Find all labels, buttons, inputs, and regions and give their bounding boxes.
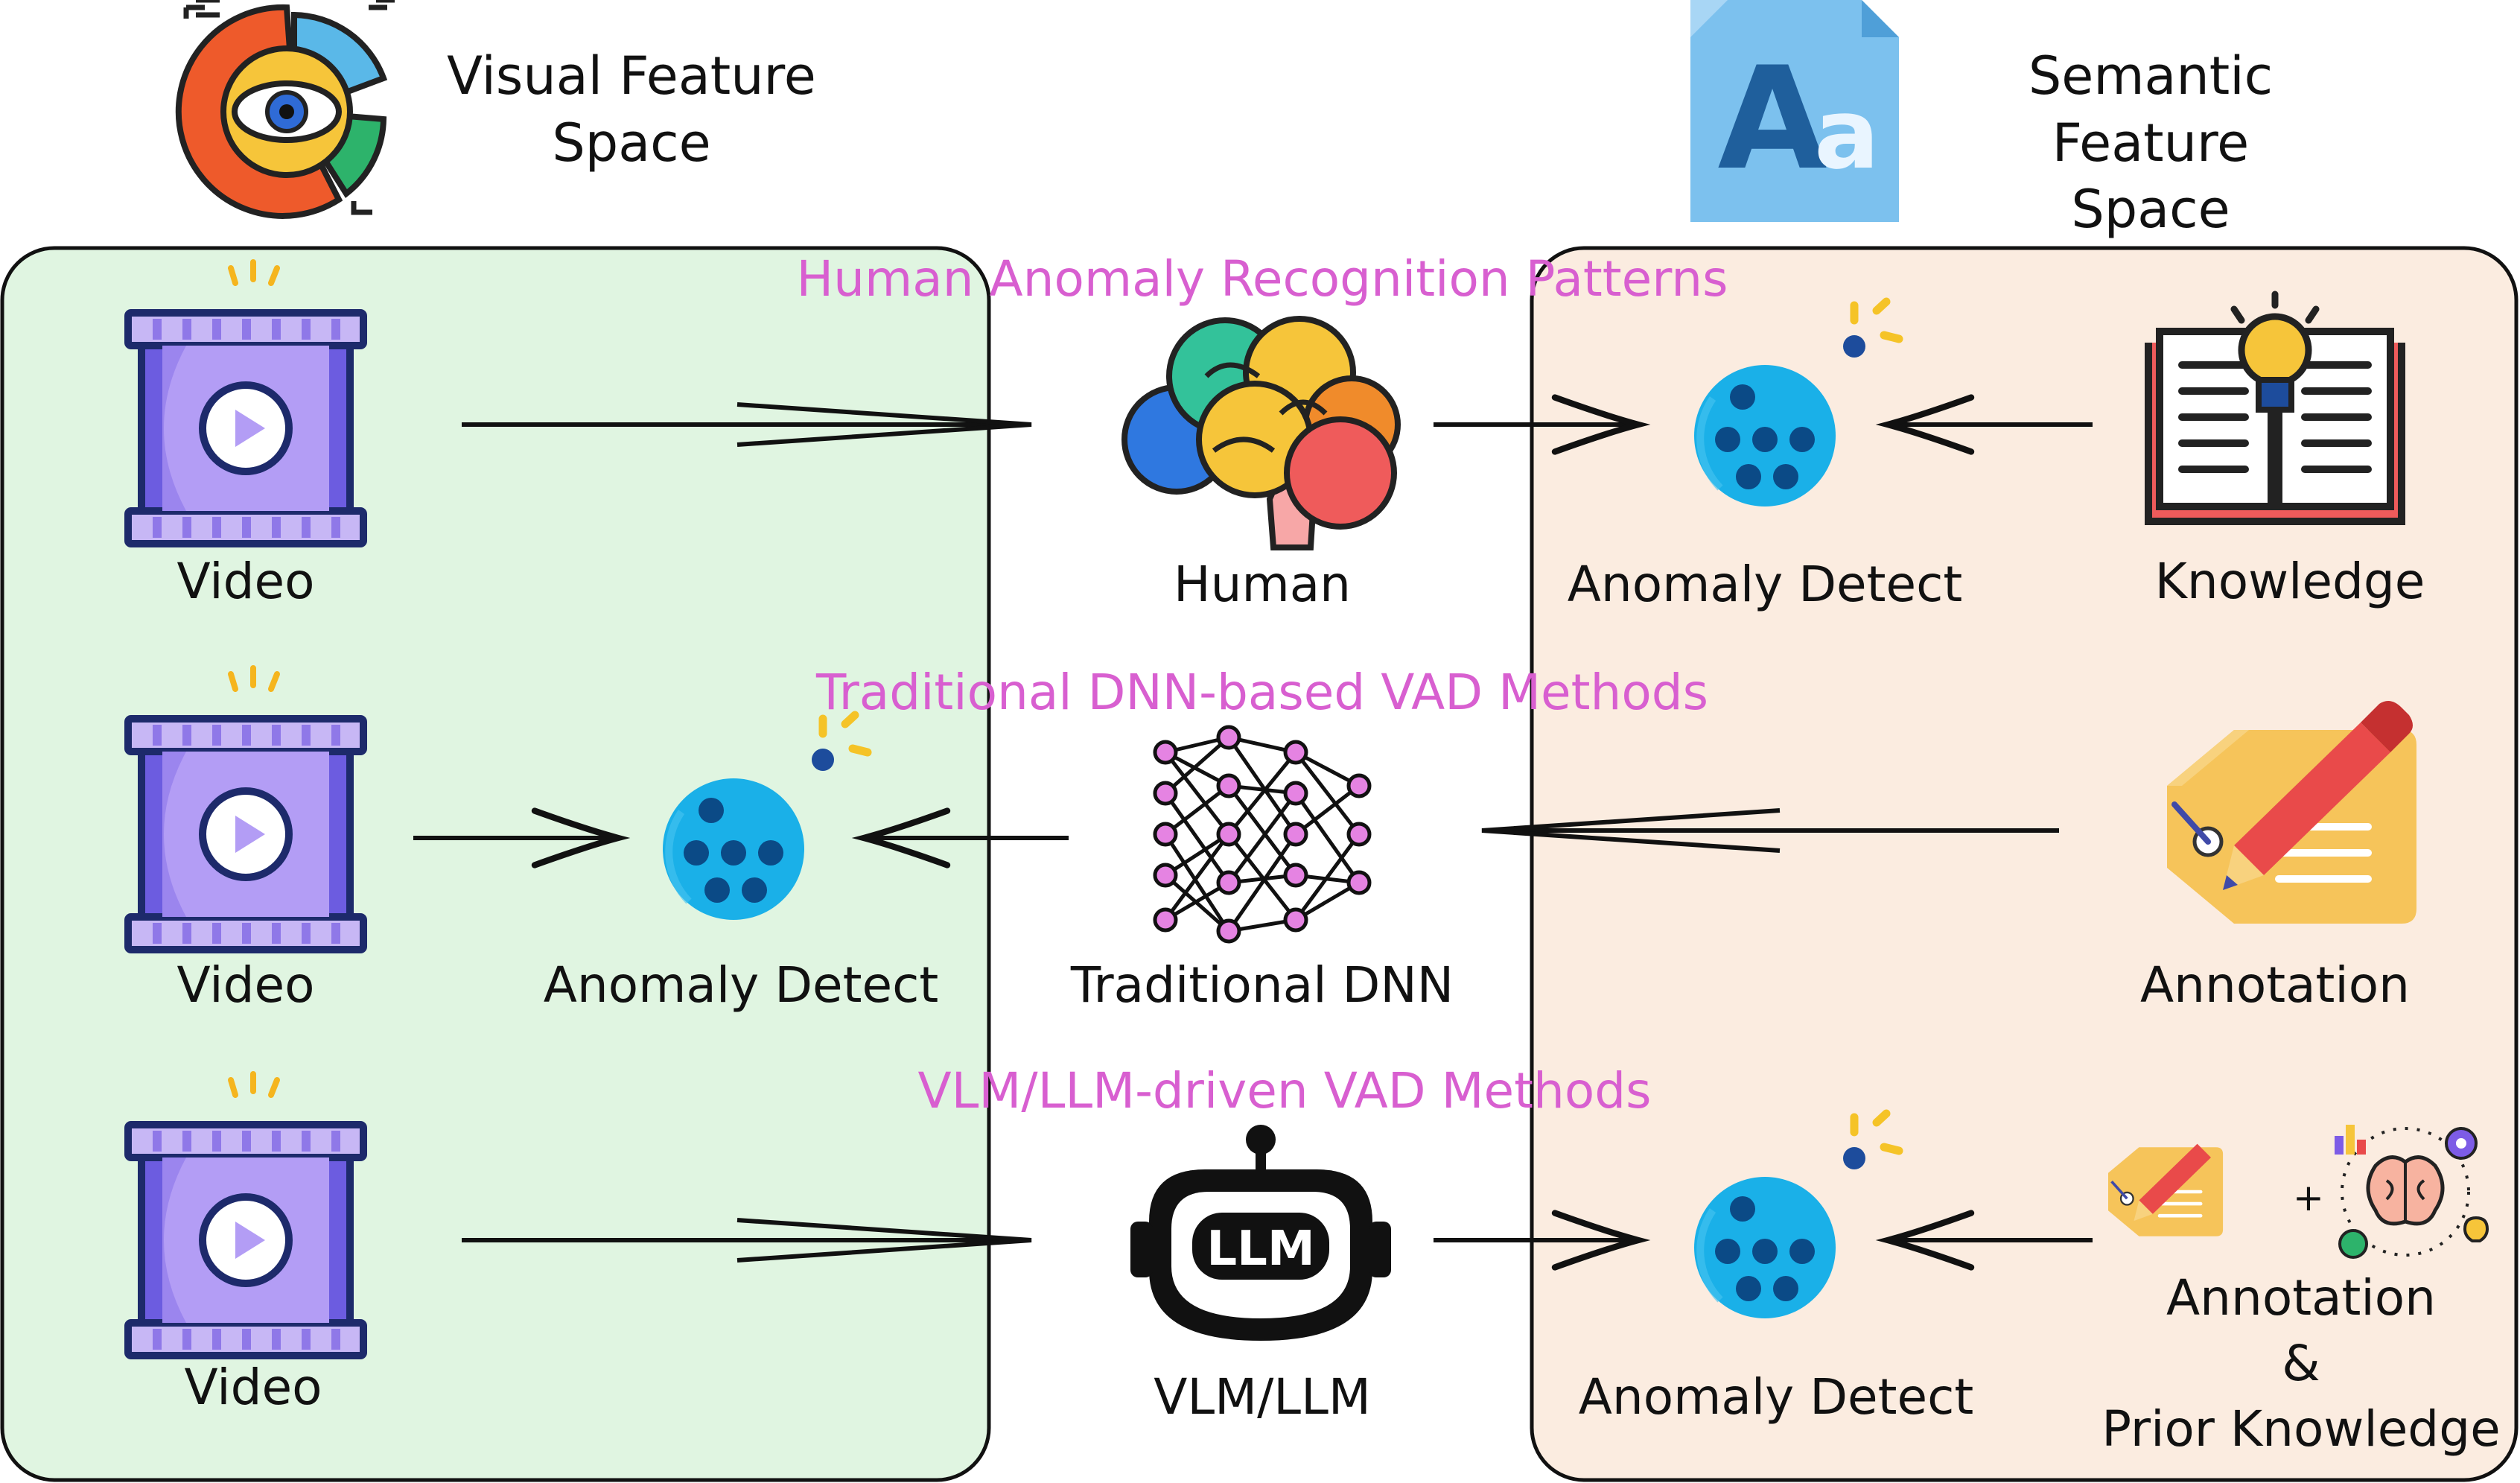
arrow-video-to-vlm	[462, 1218, 1032, 1263]
label-prior-knowledge: Prior Knowledge	[2101, 1400, 2501, 1458]
visual-space-title-line1: Visual Feature	[447, 45, 816, 107]
label-video-row2: Video	[176, 956, 315, 1014]
tag-pencil-icon-small	[2108, 1143, 2224, 1236]
label-video-row3: Video	[184, 1359, 322, 1416]
brain-icon	[1121, 316, 1401, 550]
arrow-human-to-detect	[1434, 398, 1638, 452]
label-detect-row1: Anomaly Detect	[1567, 556, 1963, 613]
semantic-space-title-line2: Feature Space	[2052, 112, 2250, 241]
font-aa-icon: A a	[1690, 0, 1899, 222]
arrow-annotation-to-dnn	[1481, 808, 2059, 853]
arrow-vlm-to-detect	[1434, 1213, 1638, 1268]
plus-sign: +	[2293, 1176, 2324, 1219]
section-title-vlm: VLM/LLM-driven VAD Methods	[917, 1062, 1652, 1120]
book-lightbulb-icon	[2145, 290, 2405, 525]
chart-eye-icon	[175, 0, 395, 219]
label-ampersand: &	[2282, 1335, 2320, 1392]
visual-space-title-line2: Space	[552, 112, 711, 174]
arrow-video-to-human	[462, 402, 1032, 447]
svg-text:a: a	[1814, 77, 1880, 191]
semantic-space-title: Semantic Feature Space	[1966, 43, 2335, 244]
label-detect-row3: Anomaly Detect	[1578, 1368, 1974, 1426]
llm-badge-text: LLM	[1206, 1222, 1314, 1277]
label-knowledge: Knowledge	[2154, 553, 2425, 610]
semantic-space-panel	[1530, 246, 2519, 1482]
label-annotation-row3: Annotation	[2166, 1269, 2436, 1327]
semantic-space-title-line1: Semantic	[2028, 45, 2274, 107]
label-vlm: VLM/LLM	[1154, 1368, 1371, 1426]
label-video-row1: Video	[176, 553, 315, 610]
brain-gear-icon	[2335, 1125, 2489, 1259]
arrow-knowledge-to-detect	[1888, 398, 2093, 452]
svg-text:A: A	[1717, 36, 1827, 201]
robot-llm-icon: LLM	[1130, 1125, 1391, 1341]
visual-space-title: Visual Feature Space	[447, 43, 816, 177]
label-detect-row2: Anomaly Detect	[543, 956, 939, 1014]
neural-network-icon	[1153, 725, 1372, 944]
tag-pencil-icon	[2167, 701, 2416, 924]
arrow-dnn-to-detect	[864, 811, 1069, 866]
section-title-traditional: Traditional DNN-based VAD Methods	[816, 664, 1708, 721]
label-annotation-row2: Annotation	[2140, 956, 2410, 1014]
arrow-video-to-detect	[413, 811, 618, 866]
label-human: Human	[1173, 556, 1352, 613]
section-title-human: Human Anomaly Recognition Patterns	[796, 250, 1728, 308]
label-dnn: Traditional DNN	[1070, 956, 1454, 1014]
arrow-prior-to-detect	[1888, 1213, 2093, 1268]
